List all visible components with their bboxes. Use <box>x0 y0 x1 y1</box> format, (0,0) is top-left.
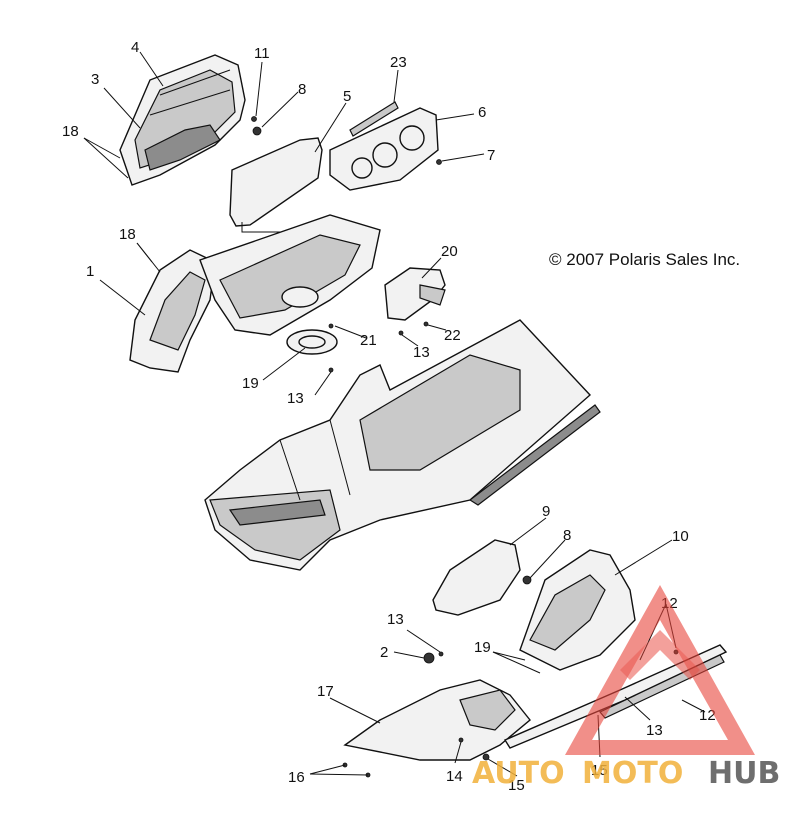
callout-17: 18 <box>119 226 136 243</box>
callout-11-upper: 11 <box>254 45 270 62</box>
callout-21: 21 <box>360 332 377 349</box>
callout-5: 5 <box>343 88 351 105</box>
callout-18-lower: 19 <box>474 639 491 656</box>
callout-13-b: 13 <box>287 390 304 407</box>
callout-13-d: 13 <box>646 722 663 739</box>
callout-16: 16 <box>288 769 305 786</box>
callout-14: 15 <box>508 777 525 794</box>
foam-block-9 <box>432 539 521 616</box>
fastener-13-b <box>328 367 334 373</box>
callout-4: 4 <box>131 39 139 56</box>
gauge-bezel <box>329 101 439 191</box>
fastener-13-a <box>398 330 404 336</box>
callout-13-c: 13 <box>387 611 404 628</box>
watermark-text-moto: MOTO <box>582 756 683 791</box>
callout-9: 9 <box>542 503 550 520</box>
trim-ring-inner <box>298 335 326 349</box>
watermark-text-hub: HUB <box>708 756 780 791</box>
callout-13-e: 14 <box>446 768 463 785</box>
dash-panel <box>229 137 323 233</box>
callout-15: 17 <box>317 683 334 700</box>
fastener-13-c <box>438 651 444 657</box>
fastener-13-d <box>458 737 464 743</box>
callout-3: 3 <box>91 71 99 88</box>
watermark-logo: AUTO MOTO HUB <box>472 585 780 791</box>
nose-pan <box>129 249 216 373</box>
leader-lines <box>83 51 706 777</box>
fastener-14 <box>482 753 490 761</box>
callout-23: 23 <box>390 54 407 71</box>
fastener-8-upper <box>252 126 262 136</box>
cover-20 <box>384 267 446 321</box>
console-cover <box>119 54 246 186</box>
fastener-22 <box>423 321 429 327</box>
callout-18-upper: 18 <box>62 123 79 140</box>
callout-7: 7 <box>487 147 495 164</box>
callout-6: 6 <box>478 104 486 121</box>
callout-10: 10 <box>672 528 689 545</box>
chassis-tunnel <box>204 319 601 571</box>
fastener-11-upper <box>251 116 257 122</box>
callout-12: 12 <box>699 707 716 724</box>
side-panel <box>199 214 381 336</box>
grommet-2 <box>423 652 435 664</box>
callout-22: 22 <box>444 327 461 344</box>
console-10 <box>519 549 636 671</box>
fastener-21 <box>328 323 334 329</box>
lower-panel-15 <box>343 679 531 761</box>
callout-13-f: 15 <box>591 762 608 779</box>
copyright-notice: © 2007 Polaris Sales Inc. <box>549 250 740 269</box>
fastener-8-lower <box>522 575 532 585</box>
callout-2: 2 <box>380 644 388 661</box>
watermark-triangle-icon <box>565 585 755 755</box>
callout-8-lower: 8 <box>563 527 571 544</box>
watermark-text-auto: AUTO <box>472 756 565 791</box>
callout-19: 19 <box>242 375 259 392</box>
callout-1: 1 <box>86 263 94 280</box>
screw-7 <box>436 159 442 165</box>
callout-8-upper: 8 <box>298 81 306 98</box>
callout-13-a: 13 <box>413 344 430 361</box>
callout-20: 20 <box>441 243 458 260</box>
